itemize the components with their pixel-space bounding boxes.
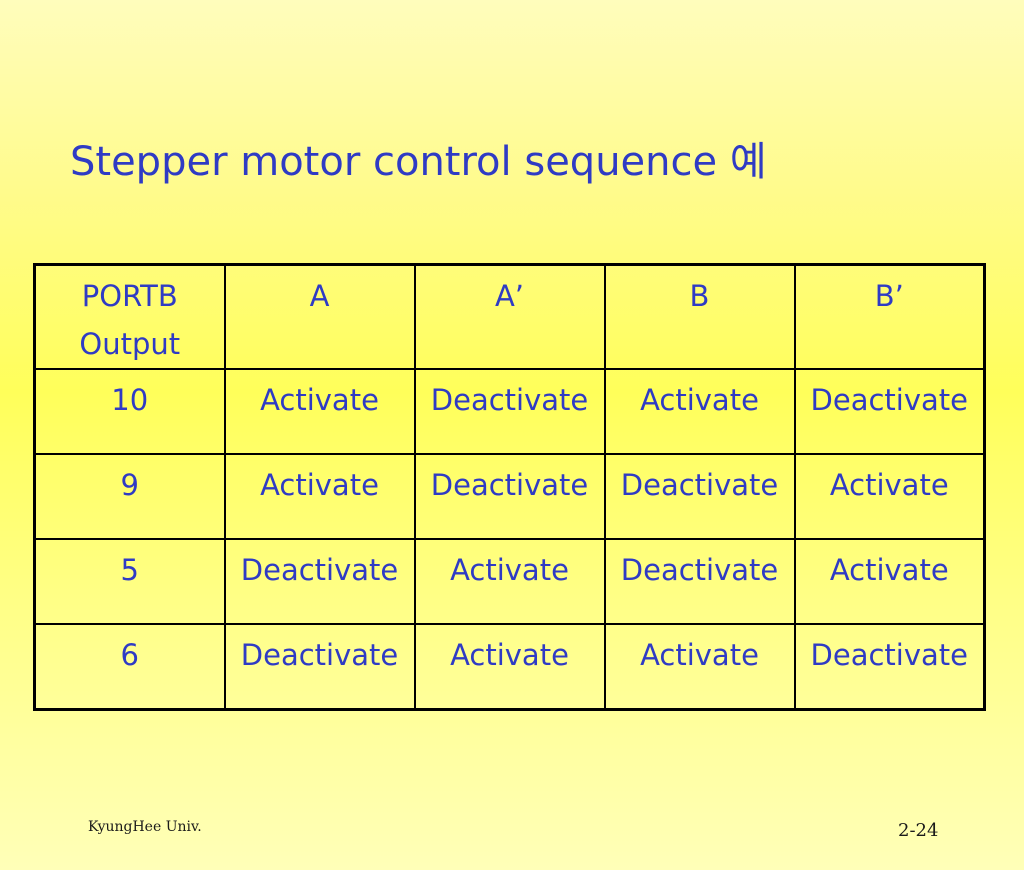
header-b-prime: B’ [793,263,986,370]
header-b: B [603,263,796,370]
header-a-prime: A’ [413,263,606,370]
cell-b-state: Activate [603,368,796,455]
cell-a-state: Deactivate [223,623,416,710]
cell-portb-value: 6 [33,623,226,710]
cell-portb-value: 9 [33,453,226,540]
cell-a-prime-state: Activate [413,538,606,625]
cell-b-prime-state: Deactivate [793,623,986,710]
table-row: 6 Deactivate Activate Activate Deactivat… [33,623,986,710]
slide-title: Stepper motor control sequence 예 [70,139,767,185]
cell-a-state: Activate [223,368,416,455]
header-portb-output: PORTB Output [33,263,226,370]
cell-b-state: Activate [603,623,796,710]
table-header-row: PORTB Output A A’ B B’ [33,263,986,370]
header-portb-line2: Output [79,327,181,361]
cell-a-state: Deactivate [223,538,416,625]
header-portb-line1: PORTB [81,279,178,313]
cell-b-prime-state: Activate [793,538,986,625]
cell-a-prime-state: Deactivate [413,453,606,540]
cell-b-state: Deactivate [603,538,796,625]
cell-b-prime-state: Activate [793,453,986,540]
cell-portb-value: 5 [33,538,226,625]
header-a: A [223,263,416,370]
cell-portb-value: 10 [33,368,226,455]
cell-b-state: Deactivate [603,453,796,540]
table-row: 9 Activate Deactivate Deactivate Activat… [33,453,986,540]
cell-a-prime-state: Activate [413,623,606,710]
cell-b-prime-state: Deactivate [793,368,986,455]
footer-institution: KyungHee Univ. [88,819,202,835]
cell-a-prime-state: Deactivate [413,368,606,455]
table-row: 5 Deactivate Activate Deactivate Activat… [33,538,986,625]
stepper-sequence-table: PORTB Output A A’ B B’ 10 Activate Deact… [33,263,986,711]
footer-page-number: 2-24 [898,820,939,841]
table-row: 10 Activate Deactivate Activate Deactiva… [33,368,986,455]
cell-a-state: Activate [223,453,416,540]
